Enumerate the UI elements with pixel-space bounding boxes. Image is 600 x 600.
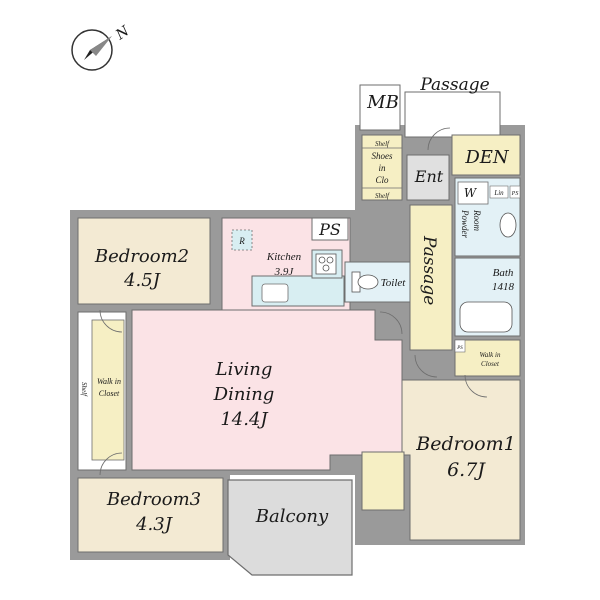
room-den [451,134,521,176]
bath-label: Bath [493,267,514,279]
bedroom2-label: Bedroom2 [94,246,189,267]
walk-in-left-label: Walk in [97,377,121,386]
bedroom1-label: Bedroom1 [415,433,515,455]
kitchen-label: Kitchen [266,251,302,263]
ps-label: PS [318,220,341,239]
bedroom3-size-label: 4.3J [135,514,174,535]
room-entrance [406,154,450,201]
closet-right-label: Closet [481,360,500,368]
door-entrance-icon [427,127,451,151]
room-bedroom2 [77,217,211,305]
ps-tiny-label: PS [456,346,463,351]
shoes-in-label: in [378,163,386,173]
shelf-left-label: Shelf [80,382,88,397]
walk-in-right-label: Walk in [480,351,501,359]
room-label-powder: Room [472,209,482,231]
room-bedroom3 [77,477,224,553]
closet-left-label: Closet [99,389,120,398]
shelf-1-label: Shelf [375,140,390,148]
washer-box [457,181,489,205]
toilet-icon [351,271,379,293]
ps-small-box [509,185,521,199]
kitchen-size-label: 3.9J [274,266,295,278]
living-size-label: 14.4J [220,409,269,430]
living-label: Living [215,359,273,380]
lin-label: Lin [493,189,504,197]
room-shoes-closet [361,134,403,201]
compass-north-label: N [112,23,133,44]
bathtub-icon [459,301,513,333]
balcony-label: Balcony [255,506,329,527]
closet-bedroom1 [361,451,405,511]
compass-needle-shade-icon [90,36,112,56]
sink-icon [261,283,289,303]
refrigerator [231,229,253,251]
passage-vertical-label: Passage [419,235,439,305]
stove-icon [315,253,337,275]
bath-size-label: 1418 [492,281,515,293]
door-closet-right-icon [464,374,488,398]
dining-label: Dining [213,384,275,405]
bedroom1-size-label: 6.7J [447,459,486,481]
doors [99,127,488,476]
bedroom2-size-label: 4.5J [123,270,162,291]
room-passage [409,204,453,351]
washer-label: W [464,186,478,200]
room-walk-in-closet-right [454,339,521,377]
mb-label: MB [366,92,399,113]
room-mb [359,84,401,131]
washbasin-icon [499,212,517,238]
door-living-icon [379,311,403,335]
passage-top-label: Passage [419,75,489,95]
refrigerator-label: R [238,236,245,246]
door-bedroom2-icon [99,309,123,333]
shoes-clo-label: Clo [375,175,389,185]
ps-small-label: PS [511,191,519,197]
room-passage-top [404,91,501,138]
ps-box [311,217,349,241]
toilet-label: Toilet [381,277,407,289]
ent-label: Ent [414,167,444,186]
door-bedroom1-icon [414,354,438,378]
room-balcony [227,479,353,576]
room-bedroom1 [401,379,521,541]
den-label: DEN [464,147,510,168]
shoes-label: Shoes [372,151,393,161]
compass: N [71,23,133,71]
shelf-2-label: Shelf [375,192,390,200]
lin-box [489,185,509,199]
door-bedroom3-icon [99,452,123,476]
ps-tiny-box [454,339,466,353]
closet-left-inner [91,319,125,461]
bedroom3-label: Bedroom3 [106,489,201,510]
powder-label: Powder [460,209,470,238]
